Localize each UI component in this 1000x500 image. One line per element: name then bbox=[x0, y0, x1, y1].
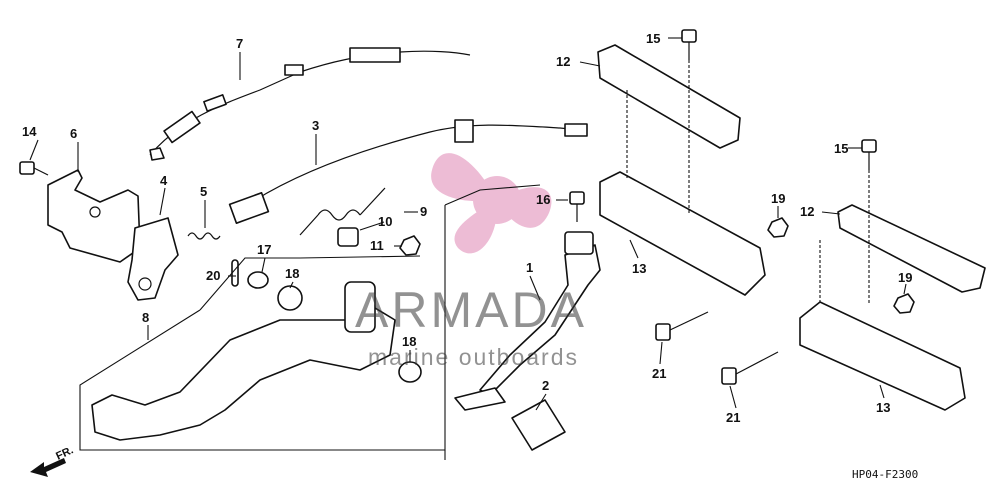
callout-18b: 18 bbox=[402, 334, 416, 349]
callout-19b: 19 bbox=[898, 270, 912, 285]
callout-9: 9 bbox=[420, 204, 427, 219]
step-12b bbox=[837, 204, 986, 293]
callout-14: 14 bbox=[22, 124, 37, 139]
cable-3 bbox=[228, 119, 588, 225]
leader-lines bbox=[29, 37, 907, 460]
callout-labels: 7 3 14 6 4 5 9 10 11 17 18 20 8 18 1 2 1… bbox=[22, 31, 912, 425]
callout-15: 15 bbox=[646, 31, 660, 46]
callout-17: 17 bbox=[257, 242, 271, 257]
bushing-18 bbox=[277, 285, 303, 311]
spring-10 bbox=[299, 187, 386, 247]
bracket-13 bbox=[599, 171, 766, 296]
callout-3: 3 bbox=[312, 118, 319, 133]
bolt-14 bbox=[19, 161, 49, 176]
arm-hole bbox=[138, 277, 152, 291]
rubber-2 bbox=[511, 399, 566, 451]
callout-7: 7 bbox=[236, 36, 243, 51]
cable-7 bbox=[149, 47, 471, 161]
nut-19 bbox=[767, 217, 789, 238]
bracket-6 bbox=[47, 169, 141, 263]
callout-21b: 21 bbox=[726, 410, 740, 425]
bolt-15b bbox=[861, 139, 877, 170]
callout-12b: 12 bbox=[800, 204, 814, 219]
callout-8: 8 bbox=[142, 310, 149, 325]
callout-2: 2 bbox=[542, 378, 549, 393]
nut-11 bbox=[399, 235, 421, 256]
washer-17 bbox=[247, 271, 269, 289]
callout-10: 10 bbox=[378, 214, 392, 229]
callout-13b: 13 bbox=[876, 400, 890, 415]
bolt-21b bbox=[721, 351, 779, 385]
callout-5: 5 bbox=[200, 184, 207, 199]
callout-11: 11 bbox=[370, 238, 384, 253]
callout-6: 6 bbox=[70, 126, 77, 141]
nut-19b bbox=[893, 293, 915, 314]
callout-12: 12 bbox=[556, 54, 570, 69]
bolt-21 bbox=[655, 311, 709, 341]
callout-4: 4 bbox=[160, 173, 168, 188]
step-12 bbox=[597, 44, 741, 149]
shift-lever-1 bbox=[479, 244, 601, 396]
brake-pedal-8 bbox=[91, 304, 396, 441]
pedal-hub bbox=[344, 281, 376, 333]
lever-foot bbox=[454, 387, 506, 411]
diagram-code: HP04-F2300 bbox=[852, 468, 918, 481]
callout-21: 21 bbox=[652, 366, 666, 381]
front-direction-label: FR. bbox=[54, 444, 75, 462]
lever-top bbox=[564, 231, 594, 255]
callout-16: 16 bbox=[536, 192, 550, 207]
callout-18: 18 bbox=[285, 266, 299, 281]
bolt-15 bbox=[681, 29, 697, 60]
front-arrow-icon: FR. bbox=[30, 444, 75, 477]
callout-19: 19 bbox=[771, 191, 785, 206]
arm-4 bbox=[127, 217, 179, 301]
callout-15b: 15 bbox=[834, 141, 848, 156]
callout-20: 20 bbox=[206, 268, 220, 283]
callout-13: 13 bbox=[632, 261, 646, 276]
spring-5 bbox=[187, 232, 221, 240]
watermark-tagline: marine outboards bbox=[368, 344, 579, 370]
callout-1: 1 bbox=[526, 260, 533, 275]
bolt-16 bbox=[569, 191, 585, 222]
bracket-hole bbox=[89, 206, 101, 218]
pin-20 bbox=[231, 259, 239, 287]
watermark-brand: ARMADA bbox=[355, 282, 587, 338]
